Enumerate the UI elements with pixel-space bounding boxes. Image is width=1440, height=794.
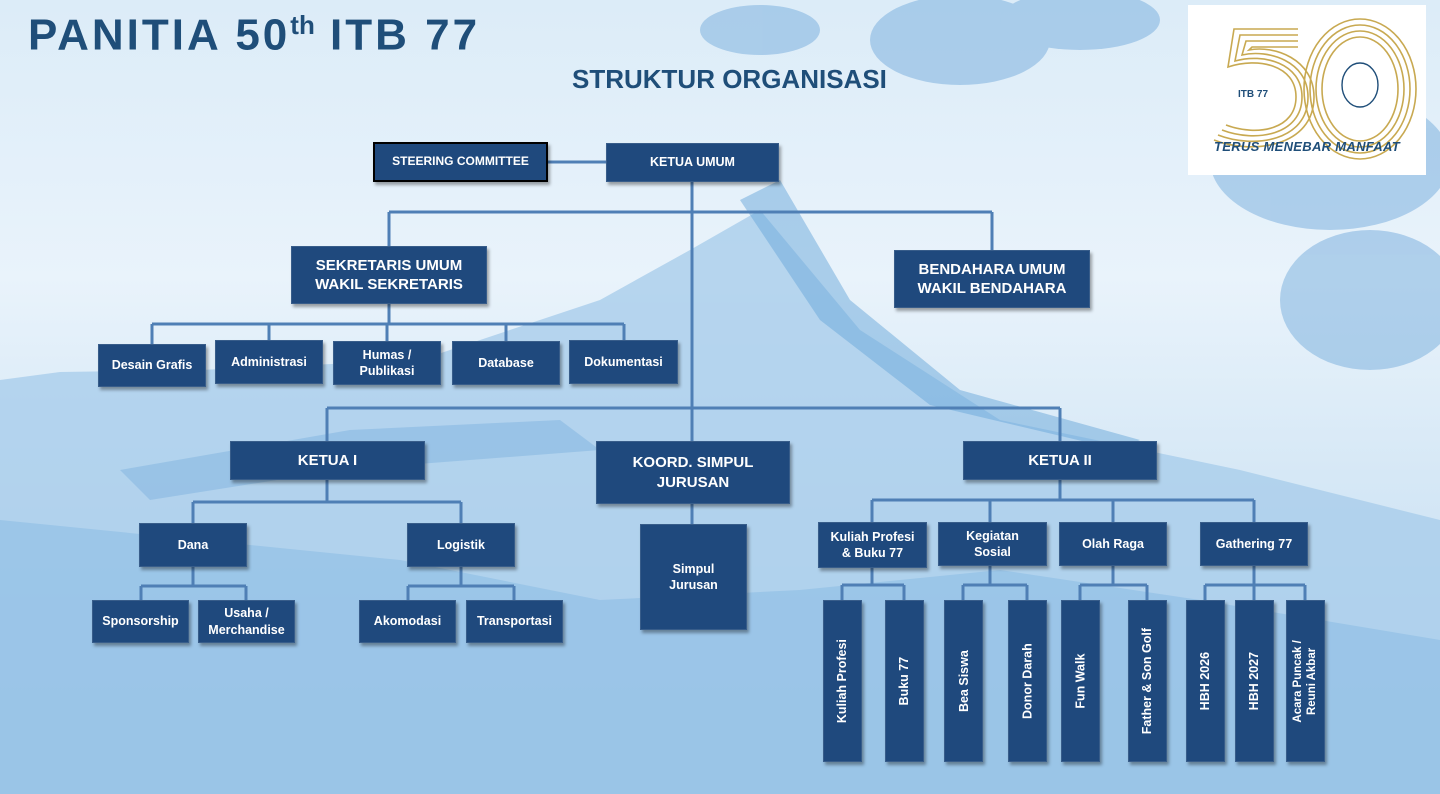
- gathering-77-box: Gathering 77: [1200, 522, 1308, 566]
- sekretaris-umum-box: SEKRETARIS UMUM WAKIL SEKRETARIS: [291, 246, 487, 304]
- administrasi-box: Administrasi: [215, 340, 323, 384]
- sponsorship-box: Sponsorship: [92, 600, 189, 643]
- hbh-2027-leaf: HBH 2027: [1235, 600, 1274, 762]
- logistik-box: Logistik: [407, 523, 515, 567]
- simpul-jurusan-box: Simpul Jurusan: [640, 524, 747, 630]
- acara-puncak-label: Acara Puncak / Reuni Akbar: [1291, 640, 1320, 722]
- dokumentasi-box: Dokumentasi: [569, 340, 678, 384]
- buku-77-label: Buku 77: [896, 657, 912, 706]
- ketua-2-box: KETUA II: [963, 441, 1157, 480]
- fun-walk-label: Fun Walk: [1072, 653, 1088, 708]
- dana-box: Dana: [139, 523, 247, 567]
- bendahara-umum-box: BENDAHARA UMUM WAKIL BENDAHARA: [894, 250, 1090, 308]
- ketua-1-box: KETUA I: [230, 441, 425, 480]
- hbh-2026-leaf: HBH 2026: [1186, 600, 1225, 762]
- olah-raga-box: Olah Raga: [1059, 522, 1167, 566]
- hbh-2026-label: HBH 2026: [1197, 652, 1213, 710]
- transportasi-box: Transportasi: [466, 600, 563, 643]
- kegiatan-sosial-box: Kegiatan Sosial: [938, 522, 1047, 566]
- akomodasi-box: Akomodasi: [359, 600, 456, 643]
- acara-puncak-leaf: Acara Puncak / Reuni Akbar: [1286, 600, 1325, 762]
- father-son-golf-label: Father & Son Golf: [1139, 628, 1155, 734]
- father-son-golf-leaf: Father & Son Golf: [1128, 600, 1167, 762]
- ketua-umum-box: KETUA UMUM: [606, 143, 779, 182]
- database-box: Database: [452, 341, 560, 385]
- usaha-merchandise-box: Usaha / Merchandise: [198, 600, 295, 643]
- hbh-2027-label: HBH 2027: [1246, 652, 1262, 710]
- donor-darah-label: Donor Darah: [1019, 643, 1035, 719]
- humas-publikasi-box: Humas / Publikasi: [333, 341, 441, 385]
- bea-siswa-label: Bea Siswa: [955, 650, 971, 712]
- desain-grafis-box: Desain Grafis: [98, 344, 206, 387]
- steering-committee-box: STEERING COMMITTEE: [373, 142, 548, 182]
- kuliah-profesi-label: Kuliah Profesi: [834, 639, 850, 723]
- bea-siswa-leaf: Bea Siswa: [944, 600, 983, 762]
- donor-darah-leaf: Donor Darah: [1008, 600, 1047, 762]
- kuliah-profesi-leaf: Kuliah Profesi: [823, 600, 862, 762]
- buku-77-leaf: Buku 77: [885, 600, 924, 762]
- kuliah-profesi-buku-box: Kuliah Profesi & Buku 77: [818, 522, 927, 568]
- fun-walk-leaf: Fun Walk: [1061, 600, 1100, 762]
- koord-simpul-jurusan-box: KOORD. SIMPUL JURUSAN: [596, 441, 790, 504]
